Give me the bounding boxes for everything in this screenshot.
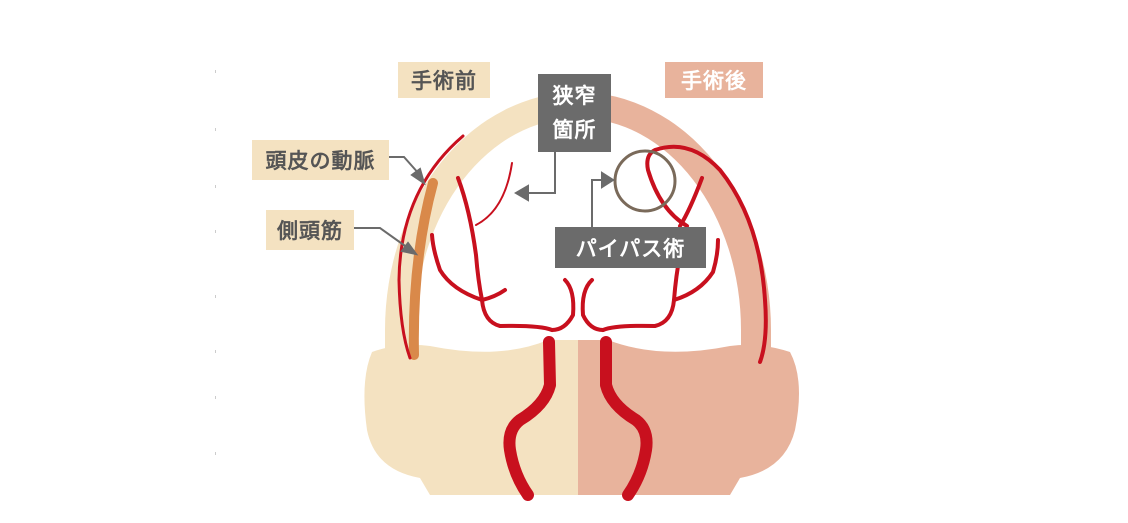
label-stenosis-line1: 狭窄 xyxy=(552,84,597,108)
label-bypass-surgery: パイパス術 xyxy=(555,227,706,268)
bypass-site-circle xyxy=(613,149,677,213)
callout-arrows xyxy=(354,152,615,256)
label-stenosis-line2: 箇所 xyxy=(552,118,597,142)
label-stenosis-site: 狭窄 箇所 xyxy=(538,74,611,152)
scalp-artery-before xyxy=(397,134,465,360)
carotid-left xyxy=(503,336,556,501)
label-scalp-artery: 頭皮の動脈 xyxy=(252,140,389,180)
label-before-surgery: 手術前 xyxy=(398,62,490,98)
carotid-right xyxy=(600,336,653,501)
tick-marks xyxy=(215,70,216,455)
label-after-surgery: 手術後 xyxy=(665,62,763,98)
temporal-muscle xyxy=(408,178,438,360)
label-temporal-muscle: 側頭筋 xyxy=(266,210,354,250)
